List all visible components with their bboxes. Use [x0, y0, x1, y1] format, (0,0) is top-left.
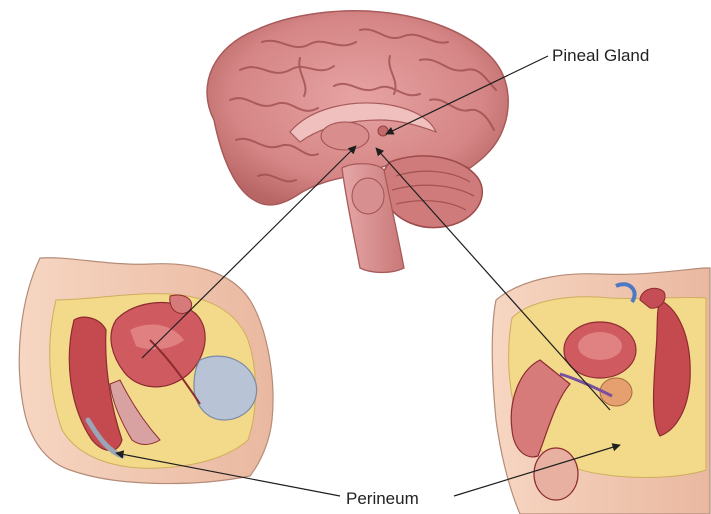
male-pelvis-figure — [492, 268, 710, 514]
perineum-label: Perineum — [346, 489, 419, 509]
pineal-gland-label: Pineal Gland — [552, 46, 649, 66]
testis — [534, 448, 578, 500]
pineal-gland-spot — [378, 126, 388, 136]
pons — [352, 178, 384, 214]
female-pelvis-figure — [19, 258, 273, 484]
thalamus — [321, 122, 369, 150]
brain-figure — [207, 11, 508, 273]
